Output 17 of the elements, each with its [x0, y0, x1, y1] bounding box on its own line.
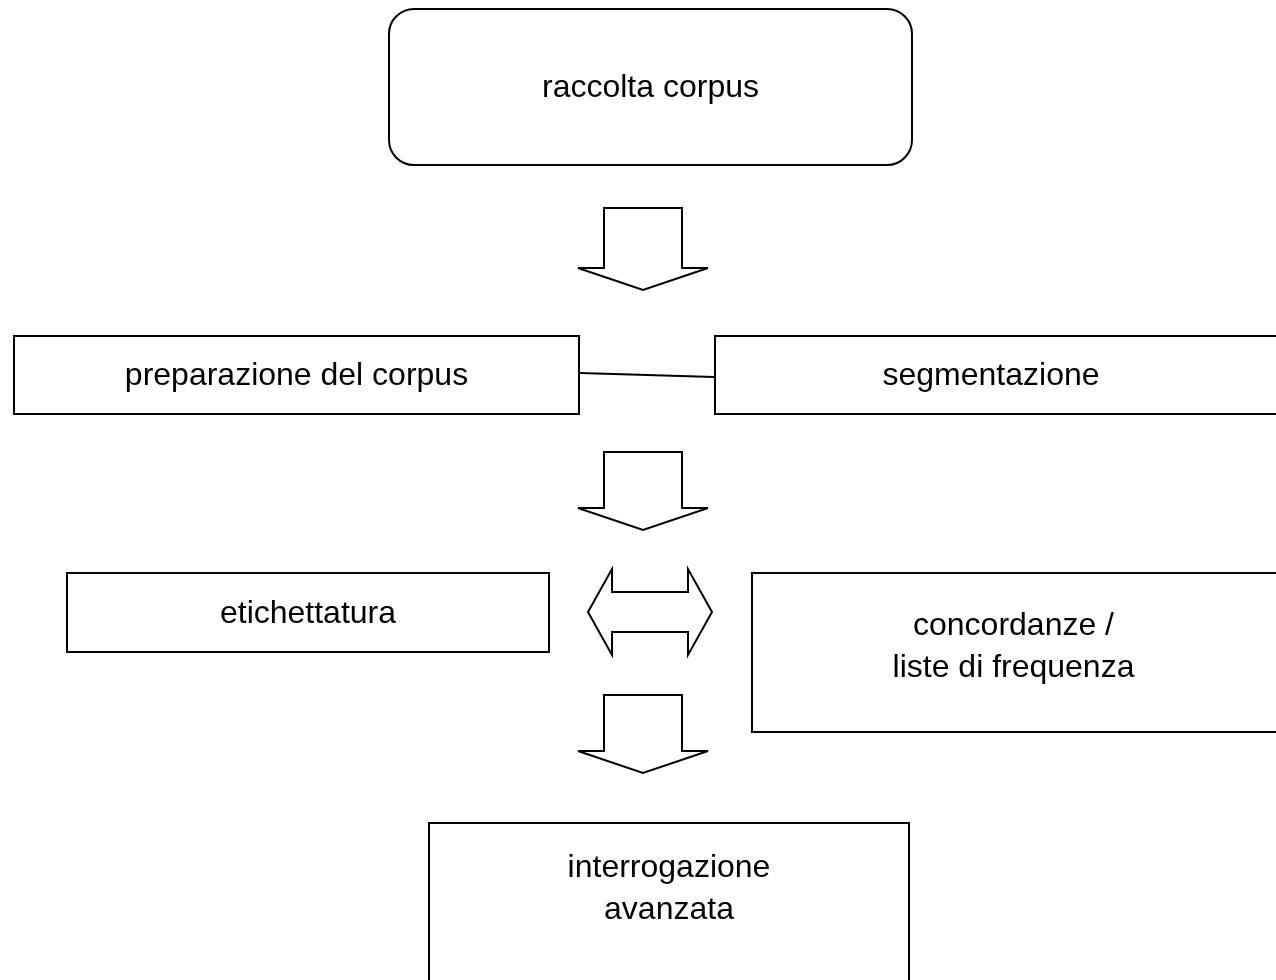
node-label: concordanze / liste di frequenza	[891, 605, 1136, 686]
node-label: segmentazione	[882, 355, 1100, 395]
node-label: raccolta corpus	[542, 67, 759, 107]
process-box	[714, 335, 1276, 415]
block-arrow	[577, 451, 709, 532]
process-box	[13, 335, 580, 415]
node-label: interrogazione avanzata	[566, 847, 772, 928]
block-arrow	[577, 694, 709, 775]
block-arrow	[577, 207, 709, 292]
node-label: etichettatura	[219, 592, 397, 632]
connector-line	[579, 372, 715, 378]
process-box	[428, 822, 910, 980]
node-label: preparazione del corpus	[124, 355, 469, 395]
double-block-arrow	[586, 565, 714, 659]
rounded-process-box	[388, 8, 913, 166]
process-box	[66, 572, 550, 653]
process-box	[751, 572, 1276, 733]
